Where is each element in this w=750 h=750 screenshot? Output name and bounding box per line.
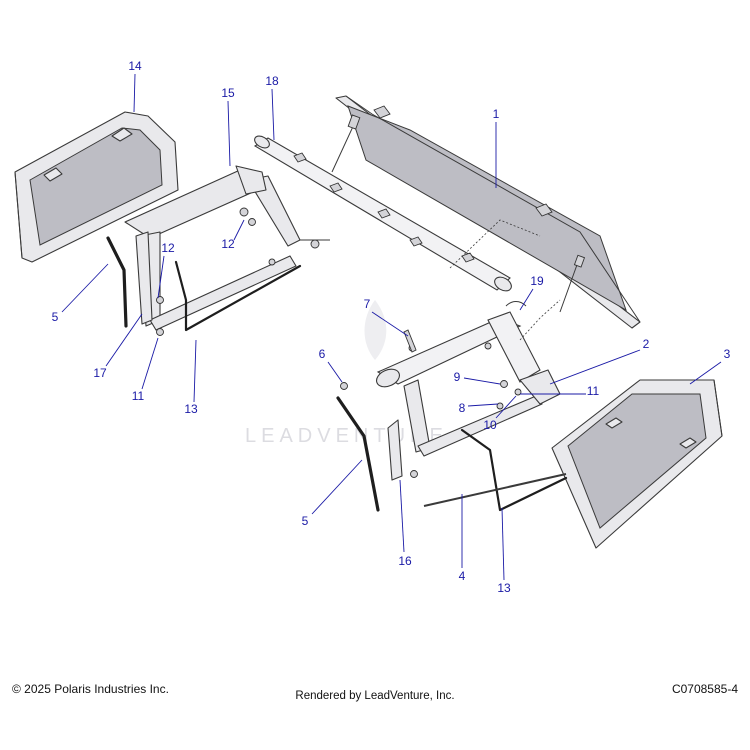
callout-11[interactable]: 11 (132, 389, 145, 403)
part-5-left-seal[interactable] (106, 236, 128, 328)
callout-18[interactable]: 18 (265, 74, 279, 88)
part-16-bracket[interactable] (387, 419, 403, 481)
callout-4[interactable]: 4 (459, 569, 466, 583)
callout-12[interactable]: 12 (221, 237, 235, 251)
callout-12[interactable]: 12 (161, 241, 175, 255)
callout-6[interactable]: 6 (319, 347, 326, 361)
callout-labels: 14 15 18 1 12 12 5 17 11 13 19 7 2 3 6 9 11 8 10 5 16 4 13 (52, 59, 731, 595)
callout-15[interactable]: 15 (221, 86, 235, 100)
part-3-right-window[interactable] (551, 379, 723, 549)
callout-7[interactable]: 7 (364, 297, 371, 311)
callout-10[interactable]: 10 (483, 418, 497, 432)
callout-16[interactable]: 16 (398, 554, 412, 568)
callout-11[interactable]: 11 (587, 384, 600, 398)
flame-logo-icon (364, 300, 387, 360)
callout-14[interactable]: 14 (128, 59, 142, 73)
leader-lines (61, 73, 722, 581)
part-17-bracket[interactable] (135, 231, 153, 325)
part-5-right-seal[interactable] (336, 396, 380, 512)
callout-1[interactable]: 1 (493, 107, 500, 121)
rendered-by-text: Rendered by LeadVenture, Inc. (295, 690, 455, 702)
hardware-fasteners (156, 296, 527, 478)
callout-2[interactable]: 2 (643, 337, 650, 351)
callout-13[interactable]: 13 (497, 581, 511, 595)
callout-17[interactable]: 17 (93, 366, 107, 380)
part-2-right-frame[interactable] (374, 299, 561, 457)
callout-9[interactable]: 9 (454, 370, 461, 384)
copyright-text: © 2025 Polaris Industries Inc. (12, 682, 169, 696)
callout-5[interactable]: 5 (302, 514, 309, 528)
part-13-right-trim[interactable] (460, 428, 568, 512)
part-13-left-trim[interactable] (174, 260, 302, 332)
part-18-crossbar-tube[interactable] (253, 134, 514, 294)
part-4-rod[interactable] (423, 473, 567, 507)
callout-19[interactable]: 19 (530, 274, 544, 288)
callout-13[interactable]: 13 (184, 402, 198, 416)
callout-3[interactable]: 3 (724, 347, 731, 361)
diagram-code: C0708585-4 (671, 682, 738, 696)
callout-8[interactable]: 8 (459, 401, 466, 415)
callout-5[interactable]: 5 (52, 310, 59, 324)
part-14-left-window[interactable] (14, 111, 179, 263)
part-1-rear-window[interactable] (331, 95, 641, 329)
